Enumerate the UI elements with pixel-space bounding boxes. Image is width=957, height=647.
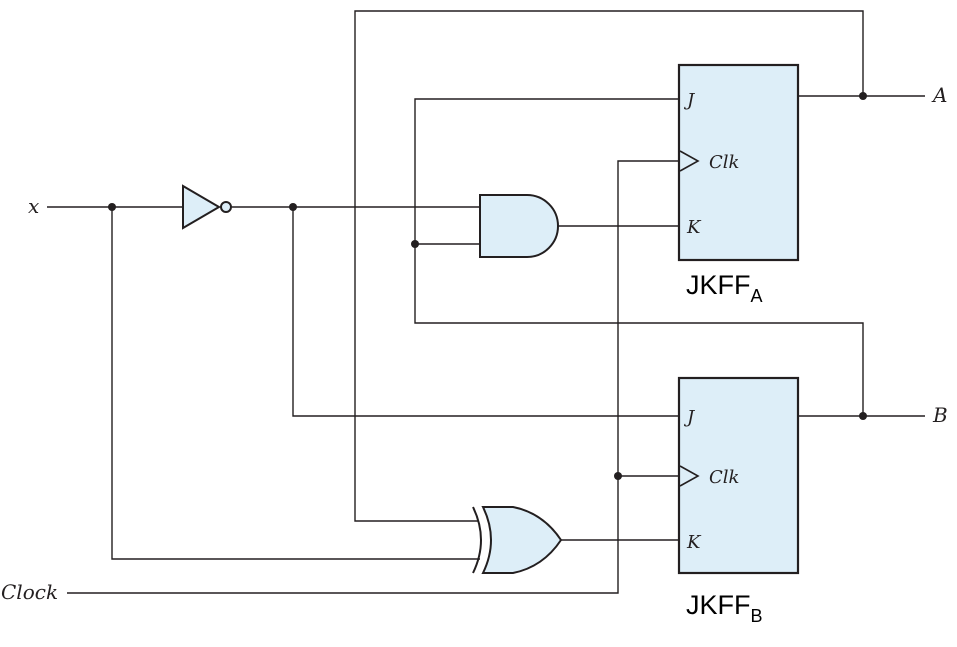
output-a-label: A: [931, 83, 947, 107]
junction-xnot: [289, 203, 297, 211]
wire-xnot-to-jb: [292, 207, 680, 417]
junction-clock: [614, 472, 622, 480]
wire-clock: [67, 160, 680, 594]
input-x-label: x: [28, 194, 39, 218]
xor-body: [481, 506, 563, 574]
junction-x: [108, 203, 116, 211]
flip-flop-a-j-label: J: [683, 90, 696, 111]
flip-flop-a-name: JKFFA: [686, 270, 763, 306]
flip-flop-a-box: [677, 63, 800, 262]
inverter-triangle: [182, 184, 221, 230]
junction-b: [859, 412, 867, 420]
clock-label: Clock: [1, 580, 58, 604]
flip-flop-b-name: JKFFB: [686, 590, 763, 626]
inverter-gate: [182, 184, 232, 230]
wire-a-feedback: [354, 10, 864, 522]
junctions: [108, 92, 867, 480]
xor-input-arc: [472, 506, 482, 574]
flip-flop-a: J Clk K JKFFA: [677, 63, 800, 306]
flip-flop-a-clk-label: Clk: [709, 152, 739, 173]
flip-flop-b: J Clk K JKFFB: [677, 376, 800, 626]
and-gate: [479, 194, 559, 258]
output-b-label: B: [932, 403, 948, 427]
flip-flop-b-k-label: K: [686, 532, 702, 553]
flip-flop-a-subscript: A: [751, 286, 763, 306]
flip-flop-a-k-label: K: [686, 217, 702, 238]
junction-b-and: [411, 240, 419, 248]
junction-a: [859, 92, 867, 100]
flip-flop-b-clock-triangle: [679, 465, 700, 487]
flip-flop-a-clock-triangle: [679, 150, 700, 172]
flip-flop-b-j-label: J: [683, 407, 696, 428]
flip-flop-b-subscript: B: [751, 606, 763, 626]
wire-b-feedback: [414, 98, 864, 416]
xor-gate: [472, 506, 563, 574]
inverter-bubble: [220, 201, 232, 213]
wire-x-to-xor: [111, 207, 480, 560]
flip-flop-b-box: [677, 376, 800, 575]
flip-flop-b-clk-label: Clk: [709, 467, 739, 488]
